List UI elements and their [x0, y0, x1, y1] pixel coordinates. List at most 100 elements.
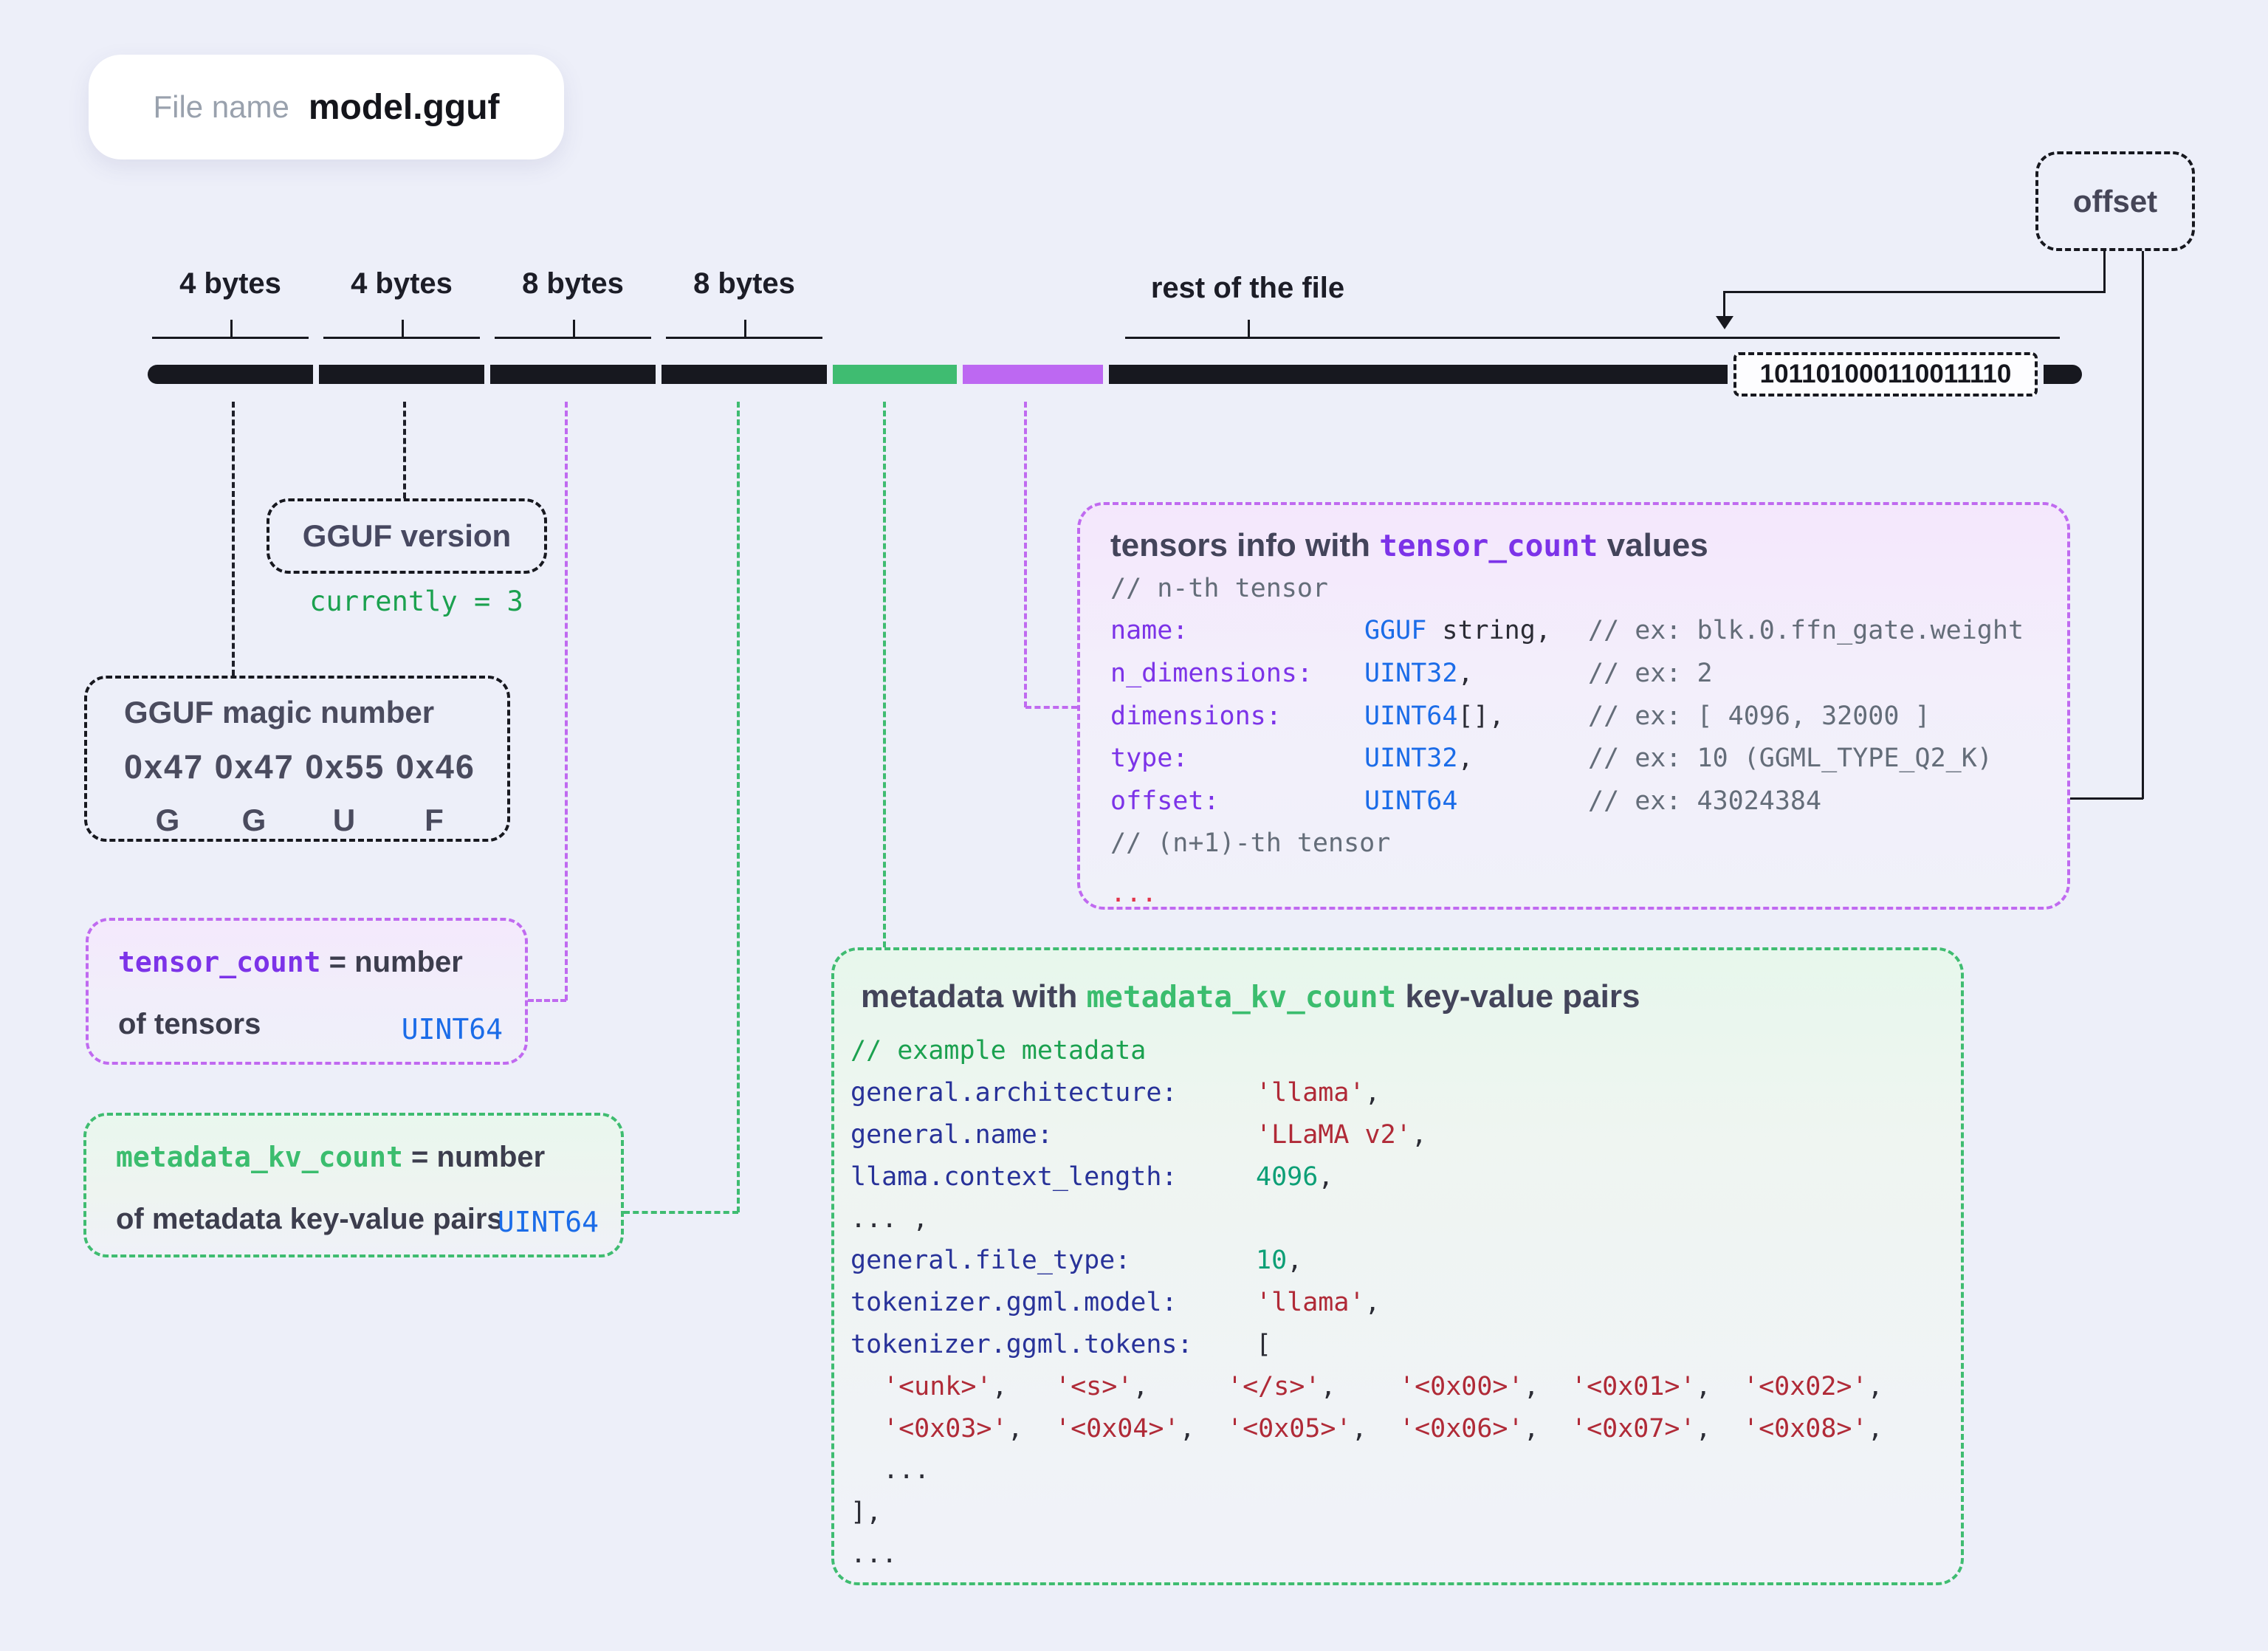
token-value: '<0x06>': [1399, 1413, 1524, 1444]
segment-label-kv-count: 8 bytes: [693, 267, 795, 300]
metadata-code: // example metadata general.architecture…: [850, 1030, 1951, 1575]
bar-segment-version: [319, 365, 484, 384]
token-comma: ,: [1695, 1413, 1711, 1444]
pair-suffix: ,: [1364, 1078, 1381, 1108]
field-type: UINT32,: [1364, 659, 1588, 688]
metadata-pair-row: tokenizer.ggml.model:'llama',: [850, 1282, 1951, 1324]
tensor-count-line2: of tensors: [118, 1008, 261, 1040]
field-type-name: UINT64: [1364, 786, 1458, 816]
connector-kv-count-h: [624, 1211, 738, 1214]
magic-number-box: GGUF magic number 0x47 0x47 0x55 0x46 G …: [84, 676, 510, 842]
metadata-kv-type: UINT64: [497, 1206, 599, 1238]
pair-key: general.architecture:: [850, 1078, 1178, 1108]
token-comma: ,: [1695, 1371, 1711, 1401]
tensor-count-eq: = number: [320, 946, 463, 978]
pair-key: tokenizer.ggml.model:: [850, 1288, 1178, 1318]
token-comma: ,: [1179, 1413, 1195, 1444]
connector-version: [403, 402, 406, 498]
field-key: dimensions:: [1110, 701, 1282, 731]
field-comment: // ex: [ 4096, 32000 ]: [1588, 701, 1931, 731]
segment-label-magic: 4 bytes: [179, 267, 281, 300]
tensor-field-row: n_dimensions:UINT32,// ex: 2: [1110, 652, 2048, 695]
token: '<0x02>',: [1743, 1372, 1915, 1401]
metadata-title-pre: metadata with: [861, 978, 1087, 1015]
tensors-title-pre: tensors info with: [1110, 527, 1380, 563]
bar-segment-kv-count: [662, 365, 827, 384]
bar-segment-tensor-count: [490, 365, 656, 384]
metadata-ellipsis-end: ...: [850, 1539, 898, 1569]
pair-value: 'LLaMA v2': [1256, 1119, 1412, 1150]
tensors-ellipsis: ...: [1110, 878, 1158, 908]
token: '<0x05>',: [1227, 1414, 1399, 1444]
bracket-3: [495, 320, 651, 339]
tensors-comment-top: // n-th tensor: [1110, 573, 1329, 603]
token-value: '<0x08>': [1743, 1413, 1868, 1444]
offset-line-a3: [1723, 291, 1725, 316]
metadata-pair-row: llama.context_length:4096,: [850, 1156, 1951, 1198]
field-key: type:: [1110, 744, 1189, 774]
pair-suffix: ,: [1411, 1119, 1427, 1150]
metadata-pair-row: general.architecture: 'llama',: [850, 1072, 1951, 1114]
field-type-name: UINT32: [1364, 658, 1458, 688]
tensors-title-post: values: [1598, 527, 1708, 563]
file-name-pill: File name model.gguf: [89, 55, 564, 159]
token: '<s>',: [1055, 1372, 1227, 1401]
token: '<unk>',: [883, 1372, 1055, 1401]
bracket-3-tick: [573, 320, 575, 337]
segment-label-version: 4 bytes: [351, 267, 453, 300]
metadata-title-mono: metadata_kv_count: [1086, 979, 1397, 1015]
field-type: UINT64[],: [1364, 701, 1588, 731]
pair-key: general.name:: [850, 1119, 1053, 1150]
field-comment: // ex: 43024384: [1588, 786, 1822, 816]
bar-segment-rest: [1109, 365, 1728, 384]
token-comma: ,: [1351, 1413, 1367, 1444]
magic-letter-u: U: [332, 803, 356, 837]
pair-suffix: ,: [1364, 1288, 1381, 1318]
token: '<0x06>',: [1399, 1414, 1571, 1444]
field-comment: // ex: 2: [1588, 658, 1713, 688]
pair-key: llama.context_length:: [850, 1161, 1178, 1192]
token-value: '<s>': [1055, 1371, 1133, 1401]
bar-segment-tensors-info: [963, 365, 1103, 384]
token-value: '<0x00>': [1399, 1371, 1524, 1401]
metadata-kv-line1: metadata_kv_count = number: [116, 1141, 545, 1174]
bar-segment-magic: [148, 365, 313, 384]
metadata-kv-name: metadata_kv_count: [116, 1141, 403, 1173]
version-note: currently = 3: [309, 586, 523, 617]
connector-kv-count-v: [737, 402, 740, 1212]
offset-line-b1: [2142, 251, 2144, 799]
token-value: '<0x04>': [1055, 1413, 1180, 1444]
field-type-name: UINT32: [1364, 744, 1458, 774]
field-type-rest: string,: [1426, 616, 1551, 646]
metadata-dots-row: ... ,: [850, 1204, 929, 1234]
offset-arrow-down: [1716, 316, 1733, 329]
binary-data-box: 101101000110011110: [1733, 352, 2038, 397]
metadata-panel: metadata with metadata_kv_count key-valu…: [831, 947, 1964, 1585]
pair-value: 'llama': [1256, 1078, 1365, 1108]
bracket-rest-tick: [1248, 320, 1250, 337]
metadata-ellipsis-mid: ...: [883, 1455, 930, 1486]
token: '<0x07>',: [1571, 1414, 1743, 1444]
token-value: '<unk>': [883, 1371, 992, 1401]
metadata-title-post: key-value pairs: [1396, 978, 1640, 1015]
connector-magic: [232, 402, 235, 676]
metadata-panel-title: metadata with metadata_kv_count key-valu…: [861, 978, 1640, 1015]
tensors-title-mono: tensor_count: [1379, 528, 1598, 563]
metadata-kv-line2: of metadata key-value pairs: [116, 1203, 504, 1235]
bracket-2-tick: [402, 320, 404, 337]
pair-value: [: [1256, 1329, 1272, 1359]
tensor-field-row: type:UINT32,// ex: 10 (GGML_TYPE_Q2_K): [1110, 737, 2048, 780]
field-comment: // ex: 10 (GGML_TYPE_Q2_K): [1588, 744, 1993, 774]
metadata-kv-count-box: metadata_kv_count = number of metadata k…: [83, 1113, 624, 1257]
tensor-count-line1: tensor_count = number: [118, 946, 463, 979]
pair-suffix: ,: [1318, 1161, 1334, 1192]
binary-data-value: 101101000110011110: [1759, 360, 2012, 388]
field-type: UINT64: [1364, 786, 1588, 816]
segment-label-tensor-count: 8 bytes: [522, 267, 624, 300]
token-value: '<0x07>': [1571, 1413, 1696, 1444]
field-key: offset:: [1110, 786, 1220, 816]
tensor-field-row: offset: UINT64 // ex: 43024384: [1110, 780, 2048, 823]
field-comment: // ex: blk.0.ffn_gate.weight: [1588, 616, 2024, 646]
bracket-4-tick: [744, 320, 746, 337]
tensor-field-row: name:GGUF string,// ex: blk.0.ffn_gate.w…: [1110, 610, 2048, 653]
